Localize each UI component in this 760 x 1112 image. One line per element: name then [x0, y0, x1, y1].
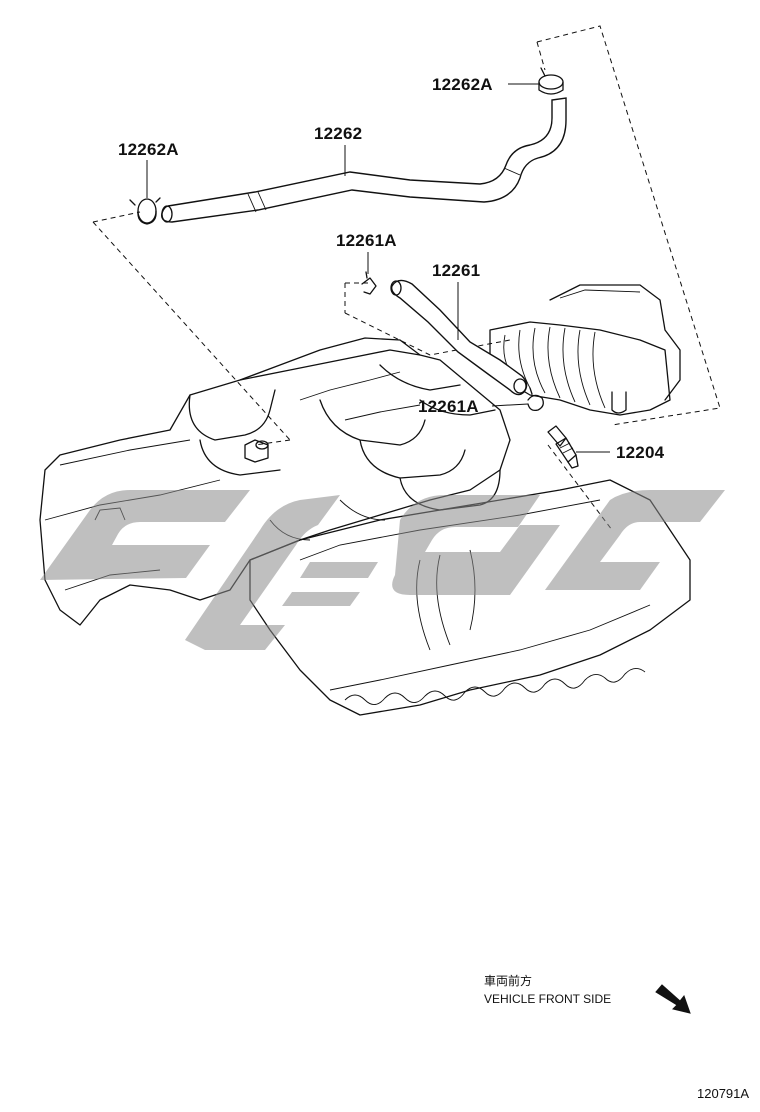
hose-clip-left: [129, 197, 161, 225]
direction-label-en: VEHICLE FRONT SIDE: [484, 992, 611, 1006]
figure-id: 120791A: [697, 1086, 749, 1101]
label-clip-top: 12262A: [432, 75, 493, 94]
watermark-logo: [40, 490, 725, 650]
label-pcv-valve: 12204: [616, 443, 665, 462]
air-intake-duct: [489, 284, 681, 416]
label-ventilation-hose-1: 12261: [432, 261, 480, 280]
direction-label-jp: 車両前方: [484, 973, 532, 988]
hose-clip-lower: [527, 387, 544, 412]
label-ventilation-hose-2: 12262: [314, 124, 362, 143]
label-clip-mid: 12261A: [336, 231, 397, 250]
direction-arrow-icon: [655, 984, 691, 1014]
hose-clip-mid: [361, 271, 377, 295]
label-clip-left: 12262A: [118, 140, 179, 159]
label-clip-lower: 12261A: [418, 397, 479, 416]
ventilation-hose-2: [161, 97, 567, 223]
hose-clip-top: [538, 67, 564, 95]
leader-lines: [146, 83, 610, 453]
ventilation-hose-1: [390, 279, 528, 396]
pcv-valve: [547, 425, 579, 469]
